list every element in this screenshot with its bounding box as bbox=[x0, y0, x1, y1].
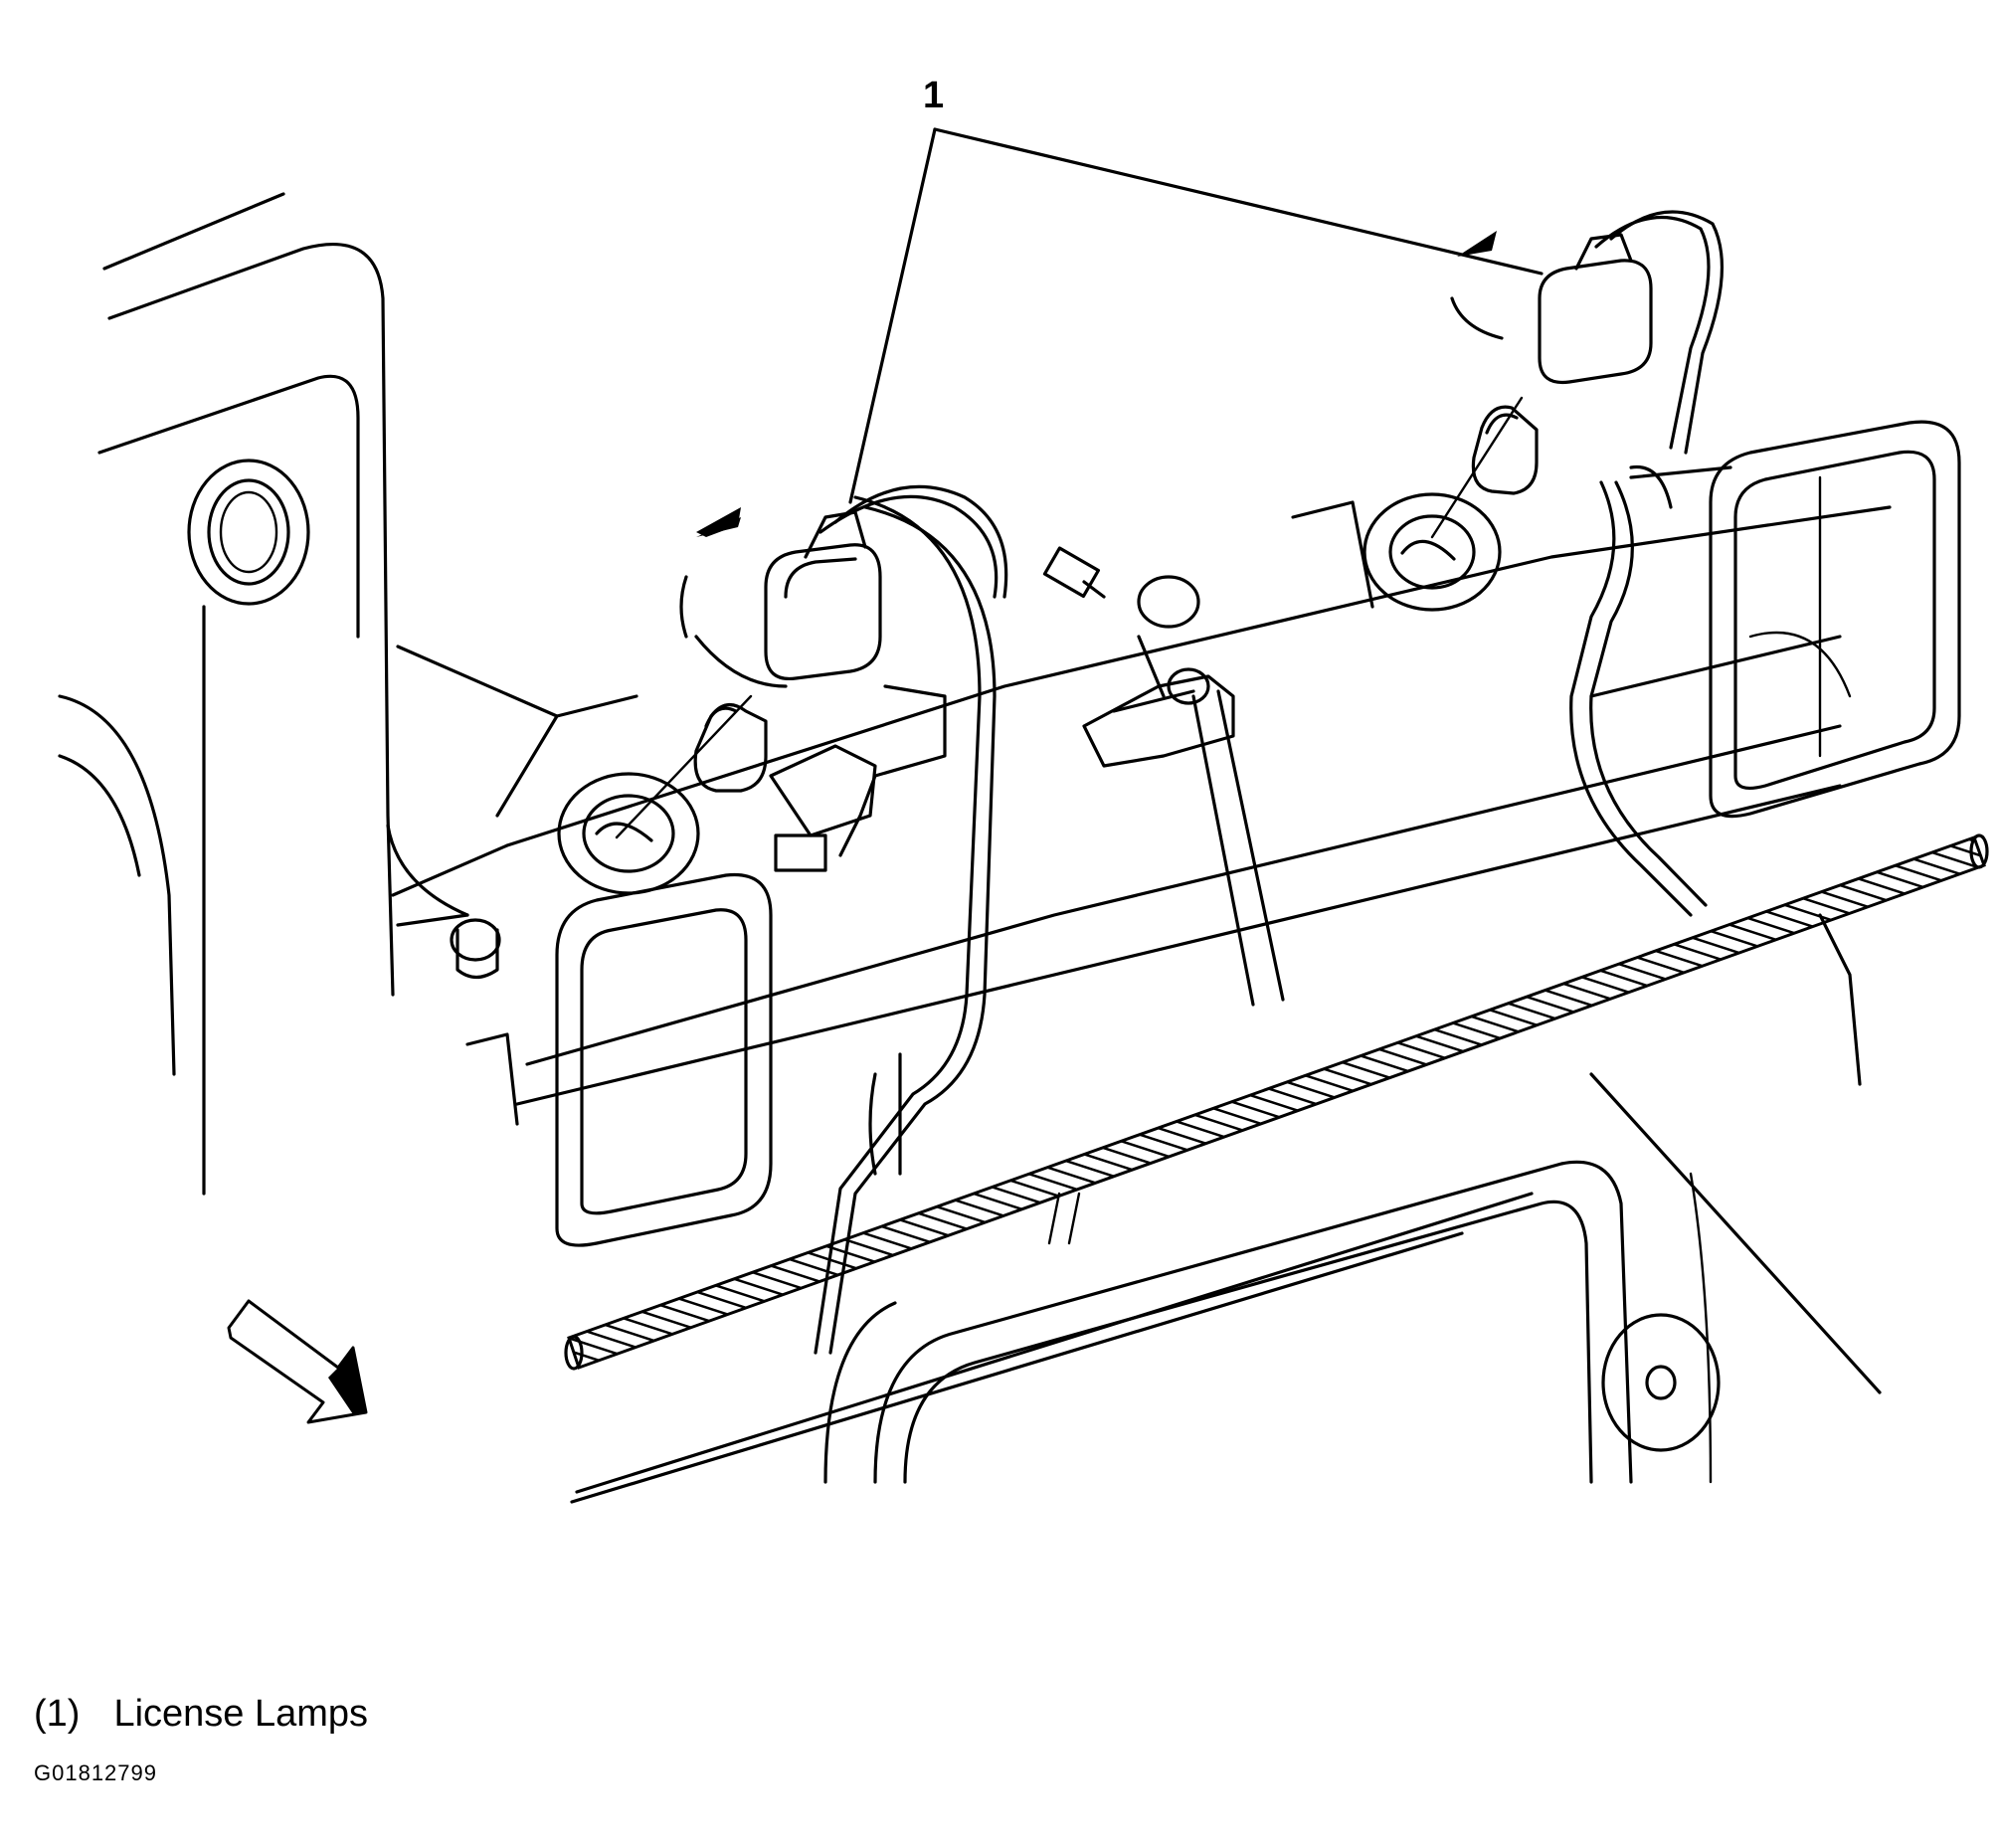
lower-trim-opening bbox=[570, 1160, 1713, 1504]
legend: (1) License Lamps bbox=[34, 1693, 368, 1736]
callout-number: 1 bbox=[923, 75, 944, 116]
wiring-harness bbox=[814, 464, 1708, 1355]
lamp-hole-left bbox=[450, 772, 700, 980]
legend-key: (1) bbox=[34, 1693, 81, 1735]
figure-id: G01812799 bbox=[34, 1760, 157, 1785]
lamp-housing-bracket bbox=[386, 465, 1892, 1126]
view-direction-arrow bbox=[227, 1299, 368, 1424]
rotate-arrow-right bbox=[1457, 231, 1497, 257]
wire-clip-left bbox=[769, 684, 947, 872]
bulb-left bbox=[693, 703, 768, 793]
callout-leaders bbox=[848, 127, 1544, 504]
body-grommet-left bbox=[187, 459, 310, 606]
legend-label: License Lamps bbox=[113, 1693, 369, 1735]
threaded-trim-rod bbox=[564, 833, 1989, 1371]
body-panel-left bbox=[58, 192, 559, 1196]
bolt bbox=[1042, 546, 1101, 599]
stud-left bbox=[450, 918, 501, 962]
center-connector bbox=[1042, 546, 1285, 1007]
lamp-hole-right bbox=[1363, 492, 1502, 612]
grommet-right bbox=[1601, 1313, 1721, 1452]
rotate-arrow-left bbox=[696, 507, 741, 537]
bulb-right bbox=[1471, 405, 1539, 495]
license-lamp-left bbox=[615, 484, 1008, 839]
cutout-right bbox=[1709, 420, 1961, 819]
license-lamp-right bbox=[1430, 210, 1725, 539]
cutout-left bbox=[555, 872, 773, 1247]
